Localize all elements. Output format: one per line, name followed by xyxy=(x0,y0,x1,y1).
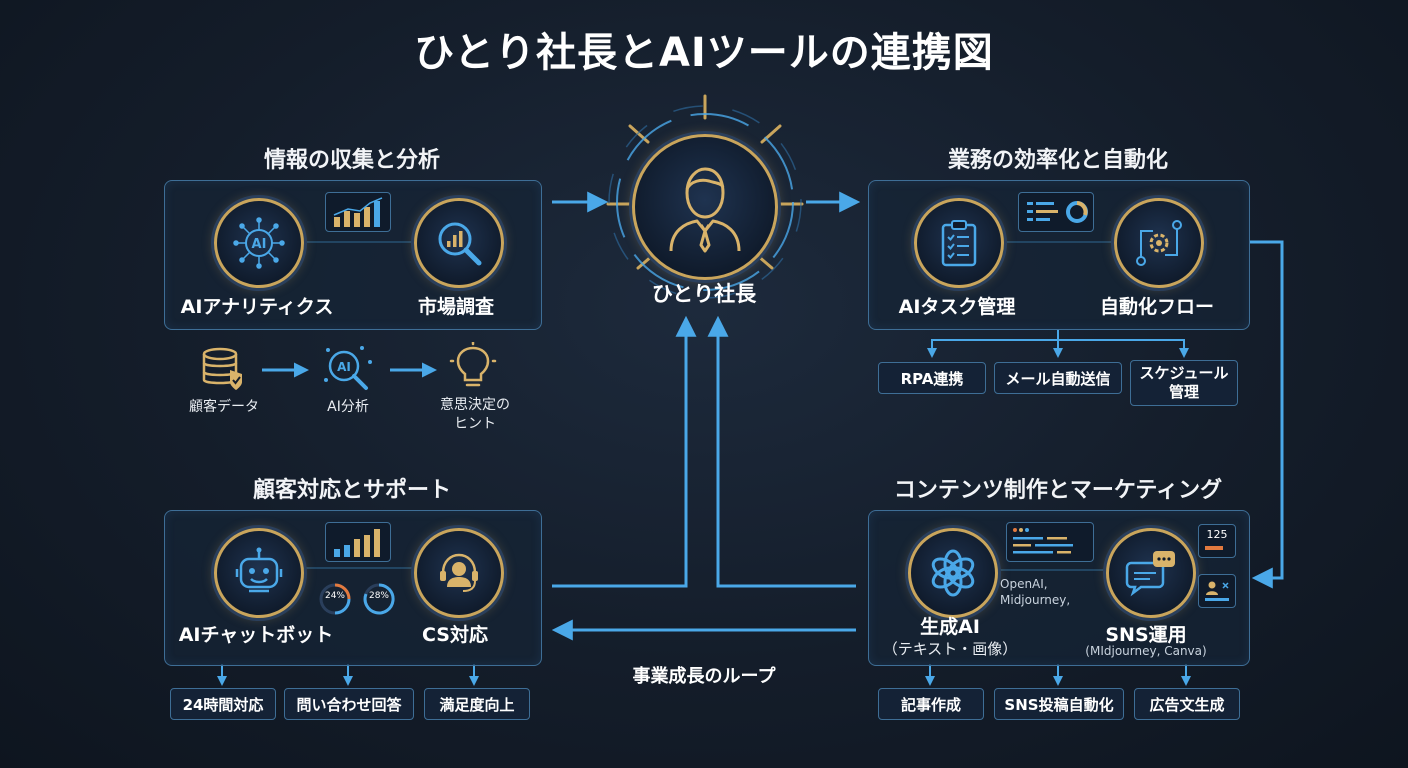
section-title-support: 顧客対応とサポート xyxy=(252,478,451,503)
item-genai-sub: （テキスト・画像） xyxy=(882,640,1018,658)
bar-chart-widget xyxy=(325,192,391,232)
clipboard-checklist-icon xyxy=(941,220,977,267)
flow-customer-data: 顧客データ xyxy=(189,399,259,415)
center-rays xyxy=(606,94,804,299)
svg-text:AI: AI xyxy=(252,237,267,252)
chatbot-badge xyxy=(214,528,304,618)
gauge-24-label: 24% xyxy=(324,591,345,601)
item-market-research: 市場調査 xyxy=(417,296,494,318)
tools-note: OpenAI, Midjourney, xyxy=(1000,577,1071,607)
item-genai: 生成AI xyxy=(920,616,980,638)
item-sns: SNS運用 xyxy=(1105,624,1187,646)
pill-schedule: スケジュール 管理 xyxy=(1130,360,1238,406)
ai-magnifier-icon: AI xyxy=(324,346,372,390)
arrow-automation-to-marketing xyxy=(1250,240,1284,589)
users-widget xyxy=(1198,574,1236,608)
item-sns-sub: (MIdjourney, Canva) xyxy=(1085,644,1207,658)
ai-analytics-badge: AI xyxy=(214,198,304,288)
magnifier-chart-icon xyxy=(438,222,482,266)
bar-chart-icon xyxy=(333,197,383,227)
robot-icon xyxy=(235,547,283,593)
chat-bubbles-icon xyxy=(1125,551,1175,597)
arrow-support-to-center xyxy=(552,315,697,588)
section-title-marketing: コンテンツ制作とマーケティング xyxy=(893,478,1223,503)
pill-sns-auto: SNS投稿自動化 xyxy=(994,688,1124,720)
sns-badge xyxy=(1106,528,1196,618)
bar-chart-icon xyxy=(334,529,380,557)
lightbulb-icon xyxy=(449,342,497,387)
item-automation-flow: 自動化フロー xyxy=(1099,296,1214,318)
pill-satisfaction: 満足度向上 xyxy=(424,688,530,720)
gauge-28-label: 28% xyxy=(368,591,389,601)
section-title-analysis: 情報の収集と分析 xyxy=(263,148,440,173)
pill-24h: 24時間対応 xyxy=(170,688,276,720)
database-shield-icon xyxy=(202,347,242,390)
cs-badge xyxy=(414,528,504,618)
section-title-automation: 業務の効率化と自動化 xyxy=(947,148,1168,173)
automation-flow-badge xyxy=(1114,198,1204,288)
code-widget xyxy=(1006,522,1094,562)
dashboard-icon xyxy=(1027,201,1088,223)
arrow-marketing-to-center xyxy=(707,315,856,588)
item-chatbot: AIチャットボット xyxy=(178,624,334,646)
person-icon xyxy=(669,167,741,253)
gear-flow-icon xyxy=(1136,220,1182,266)
pill-rpa: RPA連携 xyxy=(878,362,986,394)
page-title: ひとり社長とAIツールの連携図 xyxy=(414,30,994,76)
pill-inquiry: 問い合わせ回答 xyxy=(284,688,414,720)
genai-badge xyxy=(908,528,998,618)
flow-ai-analysis: AI分析 xyxy=(327,399,369,415)
market-research-badge xyxy=(414,198,504,288)
ai-task-badge xyxy=(914,198,1004,288)
ai-network-icon: AI xyxy=(233,217,285,269)
users-icon xyxy=(1205,581,1229,601)
support-chart-widget xyxy=(325,522,391,562)
item-ai-analytics: AIアナリティクス xyxy=(180,296,334,318)
pill-ad-copy: 広告文生成 xyxy=(1134,688,1240,720)
svg-text:AI: AI xyxy=(337,360,351,374)
pill-mail: メール自動送信 xyxy=(994,362,1122,394)
code-lines-icon xyxy=(1013,528,1073,554)
headset-agent-icon xyxy=(440,553,478,592)
openai-knot-icon xyxy=(931,549,975,597)
counter-widget: 125 xyxy=(1198,524,1236,558)
center-label: ひとり社長 xyxy=(651,282,757,306)
gauge-24 xyxy=(319,583,351,615)
dashboard-widget xyxy=(1018,192,1094,232)
item-cs: CS対応 xyxy=(422,624,488,646)
gauge-28 xyxy=(363,583,395,615)
item-ai-task: AIタスク管理 xyxy=(898,296,1016,318)
counter-value: 125 xyxy=(1206,528,1228,541)
pill-article: 記事作成 xyxy=(878,688,984,720)
flow-decision-hint: 意思決定の ヒント xyxy=(440,397,510,432)
owner-avatar xyxy=(632,134,778,280)
loop-label: 事業成長のループ xyxy=(632,666,776,687)
counter-bar xyxy=(1205,546,1223,550)
